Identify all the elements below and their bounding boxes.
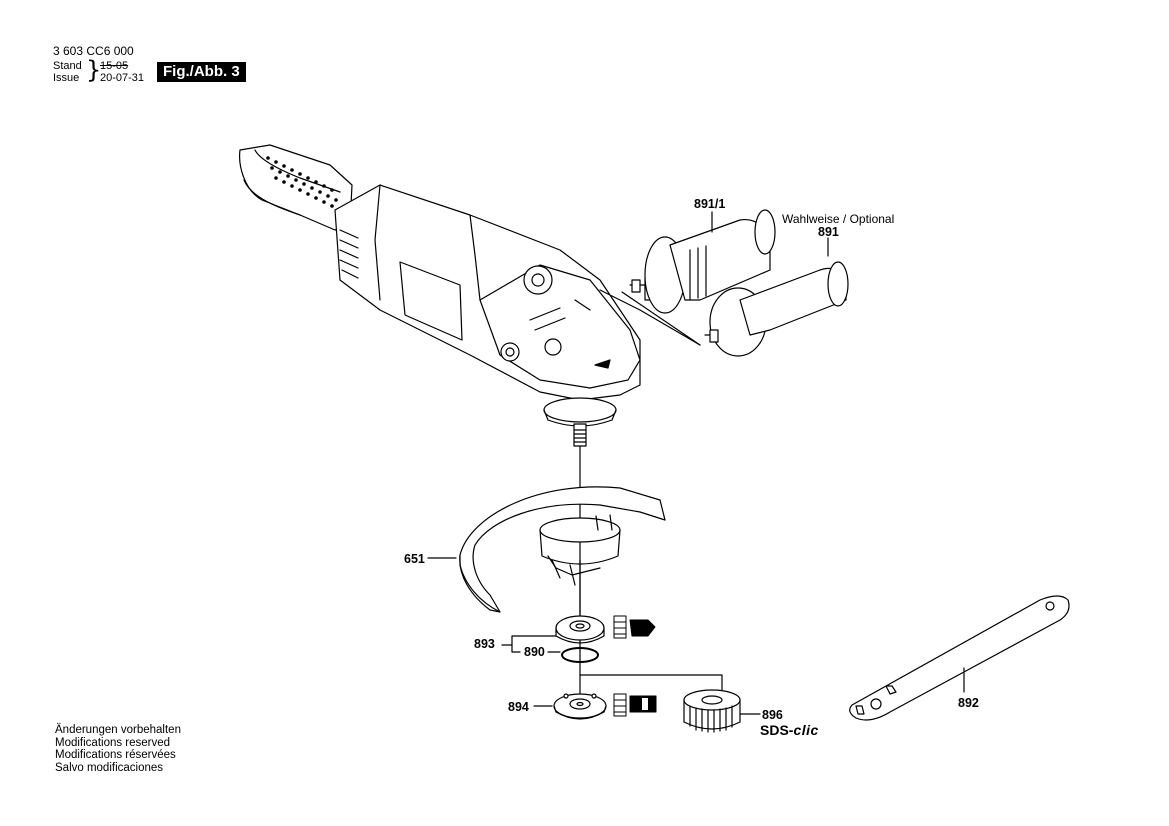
optional-note: Wahlweise / Optional	[782, 212, 895, 226]
stand-value: 15-05	[100, 60, 129, 72]
callout-891-1: 891/1	[694, 197, 726, 211]
issue-label: Issue	[53, 72, 80, 84]
modification-notes: Änderungen vorbehalten Modifications res…	[55, 724, 181, 774]
lock-symbol-icon	[613, 615, 656, 639]
clamp-nut-894	[553, 693, 607, 720]
figure-badge: Fig./Abb. 3	[157, 62, 246, 82]
note-en: Modifications reserved	[55, 736, 171, 749]
callout-894: 894	[508, 700, 529, 714]
note-es: Salvo modificaciones	[55, 761, 164, 774]
brace-symbol: }	[86, 56, 102, 84]
issue-value: 20-07-31	[100, 72, 145, 84]
stand-issue-values: 15-05 20-07-31	[100, 60, 144, 84]
stand-issue-labels: Stand Issue	[53, 60, 82, 84]
document-number: 3 603 CC6 000	[53, 44, 134, 58]
quick-clamp-nut-896	[683, 689, 741, 733]
callout-893: 893	[474, 637, 495, 651]
sds-clic-label: SDS-clic	[760, 722, 819, 738]
callout-651: 651	[404, 552, 425, 566]
grip-texture	[266, 156, 338, 208]
wheel-guard-651	[459, 486, 666, 641]
flange-893	[555, 615, 605, 644]
callout-892: 892	[958, 696, 979, 710]
note-fr: Modifications réservées	[55, 749, 176, 761]
side-handle-891	[704, 261, 849, 357]
sds-prefix: SDS-	[760, 722, 794, 738]
sds-suffix: clic	[793, 722, 819, 738]
angle-grinder-body	[239, 144, 641, 447]
callout-890: 890	[524, 645, 545, 659]
clamp-symbol-icon	[613, 693, 657, 717]
spanner-892	[849, 595, 1070, 721]
callout-891: 891	[818, 225, 839, 239]
side-handle-891-1	[629, 209, 776, 314]
callout-896: 896	[762, 708, 783, 722]
stand-label: Stand	[53, 60, 82, 72]
note-de: Änderungen vorbehalten	[55, 724, 181, 736]
o-ring-890	[561, 647, 599, 663]
